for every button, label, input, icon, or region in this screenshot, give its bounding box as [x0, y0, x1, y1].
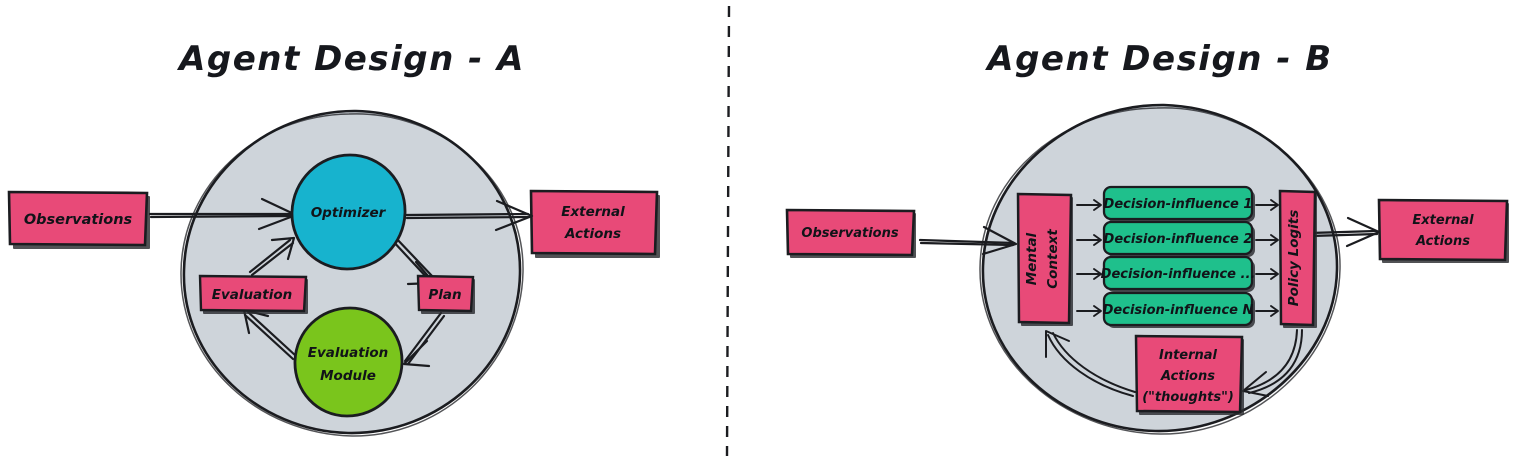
observations-box-a[interactable]: Observations: [7, 190, 150, 249]
evaluation-module-line1: Evaluation: [308, 345, 388, 361]
observations-label-b: Observations: [801, 226, 898, 241]
decision-influence-row-3[interactable]: Decision-influence ...: [1101, 255, 1256, 292]
agent-boundary-circle-a: [180, 109, 524, 437]
external-actions-box-a[interactable]: External Actions: [529, 189, 660, 258]
panel-a-group: Observations External Actions: [7, 109, 660, 437]
plan-label: Plan: [428, 287, 461, 303]
observations-box-b[interactable]: Observations: [785, 208, 916, 258]
mental-context-line2: Context: [1045, 229, 1061, 289]
evaluation-module-line2: Module: [320, 368, 376, 384]
arrow-plan-to-evaluation-module: [402, 311, 446, 368]
mental-context-box[interactable]: Mental Context: [1016, 192, 1073, 326]
internal-actions-line2: Actions: [1160, 369, 1215, 384]
arrow-optimizer-to-external-actions: [404, 199, 534, 232]
panel-a-title: Agent Design - A: [176, 39, 525, 79]
arrow-evaluation-to-optimizer: [248, 236, 296, 277]
external-actions-line2-a: Actions: [564, 226, 621, 242]
observations-label-a: Observations: [24, 212, 133, 228]
policy-logits-label: Policy Logits: [1286, 210, 1302, 307]
panel-b-group: Observations External Actions: [785, 103, 1509, 435]
external-actions-line2-b: Actions: [1415, 234, 1470, 249]
decision-influence-label-4: Decision-influence N: [1103, 303, 1254, 318]
decision-influence-row-2[interactable]: Decision-influence 2: [1102, 220, 1255, 257]
arrow-internal-actions-to-mental-context: [1045, 330, 1136, 397]
evaluation-label: Evaluation: [212, 287, 292, 303]
optimizer-node[interactable]: Optimizer: [290, 153, 407, 271]
arrow-policy-logits-to-external-actions: [1308, 216, 1381, 248]
mental-context-line1: Mental: [1024, 232, 1040, 285]
decision-influence-label-2: Decision-influence 2: [1104, 232, 1253, 247]
external-actions-line1-a: External: [561, 204, 625, 220]
arrow-observations-to-mental-context: [918, 225, 1018, 256]
external-actions-line1-b: External: [1412, 213, 1474, 228]
external-actions-box-b[interactable]: External Actions: [1377, 198, 1509, 263]
panel-b-title: Agent Design - B: [984, 39, 1332, 79]
arrows-influences-to-policy-logits: [1255, 199, 1279, 317]
policy-logits-box[interactable]: Policy Logits: [1278, 189, 1317, 328]
arrows-mental-context-to-influences: [1076, 199, 1102, 317]
decision-influence-label-3: Decision-influence ...: [1101, 267, 1256, 282]
decision-influence-label-1: Decision-influence 1: [1104, 197, 1253, 212]
optimizer-label: Optimizer: [311, 205, 387, 221]
plan-box[interactable]: Plan: [416, 274, 475, 314]
evaluation-module-node[interactable]: Evaluation Module: [293, 306, 404, 418]
decision-influence-row-1[interactable]: Decision-influence 1: [1102, 185, 1255, 222]
dashed-vertical-divider: [725, 5, 731, 457]
internal-actions-line3: ("thoughts"): [1142, 390, 1234, 405]
internal-actions-line1: Internal: [1159, 348, 1218, 363]
evaluation-box[interactable]: Evaluation: [198, 274, 308, 314]
decision-influence-row-4[interactable]: Decision-influence N: [1103, 291, 1255, 328]
internal-actions-box[interactable]: Internal Actions ("thoughts"): [1134, 334, 1244, 415]
